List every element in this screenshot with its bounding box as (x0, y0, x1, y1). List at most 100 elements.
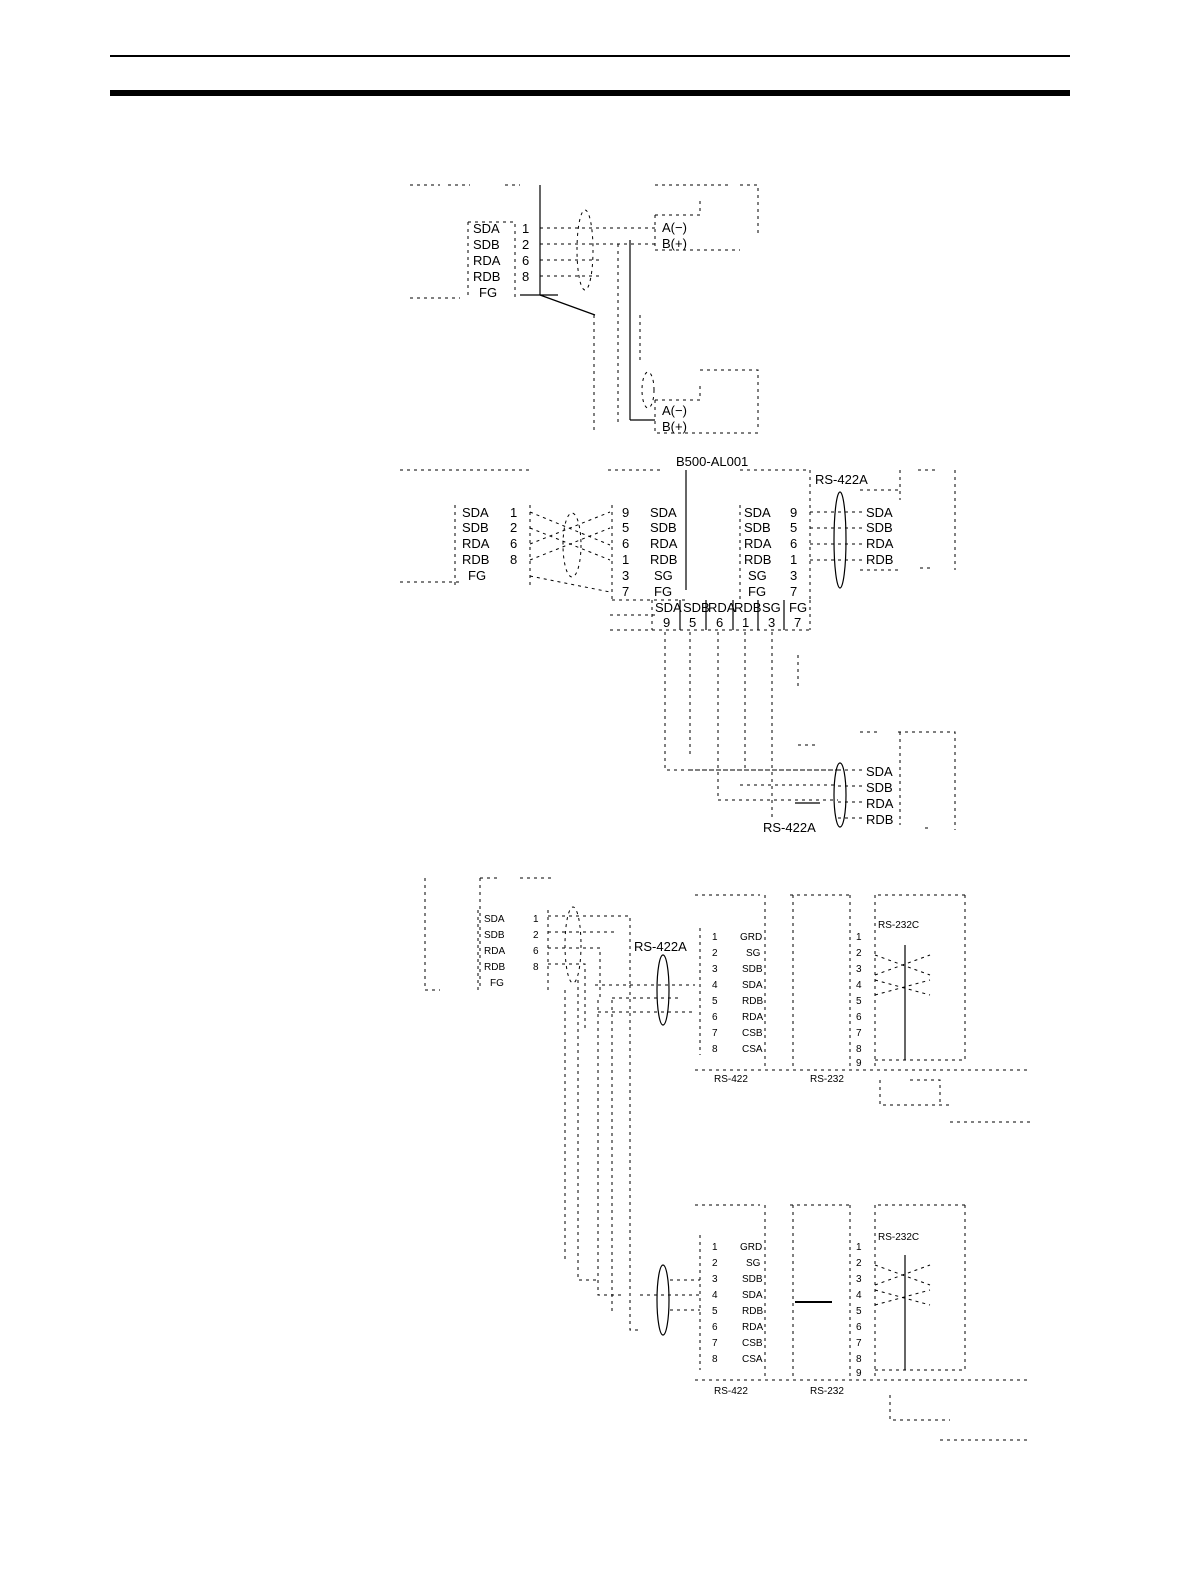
d1-rt-signal: B(+) (662, 236, 687, 251)
d3-cb-signal: SDB (742, 1274, 763, 1285)
d3-cb-pin: 3 (712, 1274, 718, 1285)
d3-cbr-pin: 2 (856, 1258, 862, 1269)
d2-al-pin: 3 (622, 568, 629, 583)
d2-adapter-bottom-signals: SDA SDB RDA RDB SG FG (655, 600, 807, 615)
d2-right-signals: SDA SDB RDA RDB (866, 505, 894, 567)
d1-signal: RDA (473, 253, 501, 268)
d2-al-signal: SDB (650, 520, 677, 535)
d3-conv-top-signals: GRD SG SDB SDA RDB RDA CSB CSA (740, 932, 763, 1055)
d2-ar-signal: SG (748, 568, 767, 583)
d3-cb-pin: 4 (712, 1290, 718, 1301)
d2-adapter-left-pins: 9 5 6 1 3 7 (622, 505, 629, 599)
d2-adapter-right-pins: 9 5 6 1 3 7 (790, 505, 797, 599)
d2-ab-signal: SDA (655, 600, 682, 615)
d2-pin: 2 (510, 520, 517, 535)
d3-ctr-pin: 3 (856, 964, 862, 975)
d3-ct-signal: SDB (742, 964, 763, 975)
header-rule-thin (110, 55, 1070, 57)
d2-r-signal: RDB (866, 552, 893, 567)
d3-footer-left-top: RS-422 (714, 1074, 748, 1085)
d3-ctr-pin: 7 (856, 1028, 862, 1039)
d2-ar-signal: FG (748, 584, 766, 599)
d2-left-signals: SDA SDB RDA RDB FG (462, 505, 490, 583)
d3-cbr-pin: 6 (856, 1322, 862, 1333)
d3-signal: SDB (484, 930, 505, 941)
d2-ar-pin: 6 (790, 536, 797, 551)
d3-ct-signal: SG (746, 948, 761, 959)
d2-signal: FG (468, 568, 486, 583)
d3-cb-signal: CSA (742, 1354, 763, 1365)
d3-ct-pin: 8 (712, 1044, 718, 1055)
d3-ctr-pin: 8 (856, 1044, 862, 1055)
d1-signal: SDA (473, 221, 500, 236)
d2-al-pin: 6 (622, 536, 629, 551)
d1-pin: 8 (522, 269, 529, 284)
d3-cb-signal: RDB (742, 1306, 763, 1317)
d2-signal: SDA (462, 505, 489, 520)
d3-signal: FG (490, 978, 504, 989)
d3-ct-pin: 5 (712, 996, 718, 1007)
d3-ct-pin: 1 (712, 932, 718, 943)
d2-ar-signal: RDB (744, 552, 771, 567)
d3-signal: RDA (484, 946, 505, 957)
d2-al-pin: 1 (622, 552, 629, 567)
d1-pin: 2 (522, 237, 529, 252)
d2-al-signal: SG (654, 568, 673, 583)
d2-adapter-left-signals: SDA SDB RDA RDB SG FG (650, 505, 678, 599)
d2-br-signal: SDA (866, 764, 893, 779)
d3-left-pins: 1 2 6 8 (533, 914, 539, 973)
d3-pin: 2 (533, 930, 539, 941)
d3-pin: 8 (533, 962, 539, 973)
d1-pin: 6 (522, 253, 529, 268)
d2-ab-signal: RDB (734, 600, 761, 615)
adapter-title: B500-AL001 (676, 454, 748, 469)
d3-cbr-pin: 5 (856, 1306, 862, 1317)
d1-left-pins: 1 2 6 8 (522, 221, 529, 284)
d1-left-signals: SDA SDB RDA RDB FG (473, 221, 501, 300)
d3-ct-pin: 4 (712, 980, 718, 991)
d3-cb-signal: RDA (742, 1322, 763, 1333)
d3-footer-left-bottom: RS-422 (714, 1386, 748, 1397)
d3-cbr-pin: 3 (856, 1274, 862, 1285)
d3-ct-signal: GRD (740, 932, 762, 943)
d2-al-signal: RDA (650, 536, 678, 551)
diagram-2: B500-AL001 SDA SDB RDA RDB FG 1 2 6 8 9 … (400, 454, 956, 835)
d2-rs422-label: RS-422A (815, 472, 868, 487)
d2-al-signal: SDA (650, 505, 677, 520)
d2-al-signal: RDB (650, 552, 677, 567)
d2-br-signal: RDA (866, 796, 894, 811)
d2-ab-signal: RDA (708, 600, 736, 615)
d1-rb-signal: A(−) (662, 403, 687, 418)
d3-conv-bottom-pins: 1 2 3 4 5 6 7 8 (712, 1242, 718, 1365)
d3-cbr-pin: 9 (856, 1368, 862, 1379)
diagram-1: SDA SDB RDA RDB FG 1 2 6 8 A(−) B(+) A(−… (410, 184, 759, 434)
d3-ctr-pin: 5 (856, 996, 862, 1007)
d2-ar-pin: 1 (790, 552, 797, 567)
d3-left-signals: SDA SDB RDA RDB FG (484, 914, 505, 989)
d1-pin: 1 (522, 221, 529, 236)
d3-ct-signal: RDB (742, 996, 763, 1007)
d1-rt-signal: A(−) (662, 220, 687, 235)
d1-rb-signal: B(+) (662, 419, 687, 434)
d2-signal: RDB (462, 552, 489, 567)
d2-left-pins: 1 2 6 8 (510, 505, 517, 567)
d2-br-signal: SDB (866, 780, 893, 795)
d3-ctr-pin: 4 (856, 980, 862, 991)
d1-signal: FG (479, 285, 497, 300)
d3-ct-signal: SDA (742, 980, 763, 991)
d2-r-signal: SDA (866, 505, 893, 520)
d3-cb-pin: 2 (712, 1258, 718, 1269)
d3-ct-pin: 6 (712, 1012, 718, 1023)
d3-rs232-label-bottom: RS-232C (878, 1232, 919, 1243)
d2-bottom-right-signals: SDA SDB RDA RDB (866, 764, 894, 827)
d3-pin: 6 (533, 946, 539, 957)
d3-cb-pin: 7 (712, 1338, 718, 1349)
d3-cb-signal: SDA (742, 1290, 763, 1301)
d3-ct-pin: 3 (712, 964, 718, 975)
d3-signal: SDA (484, 914, 505, 925)
d2-ab-pin: 6 (716, 615, 723, 630)
d3-ctr-pin: 1 (856, 932, 862, 943)
d2-ab-pin: 3 (768, 615, 775, 630)
d2-adapter-right-signals: SDA SDB RDA RDB SG FG (744, 505, 772, 599)
